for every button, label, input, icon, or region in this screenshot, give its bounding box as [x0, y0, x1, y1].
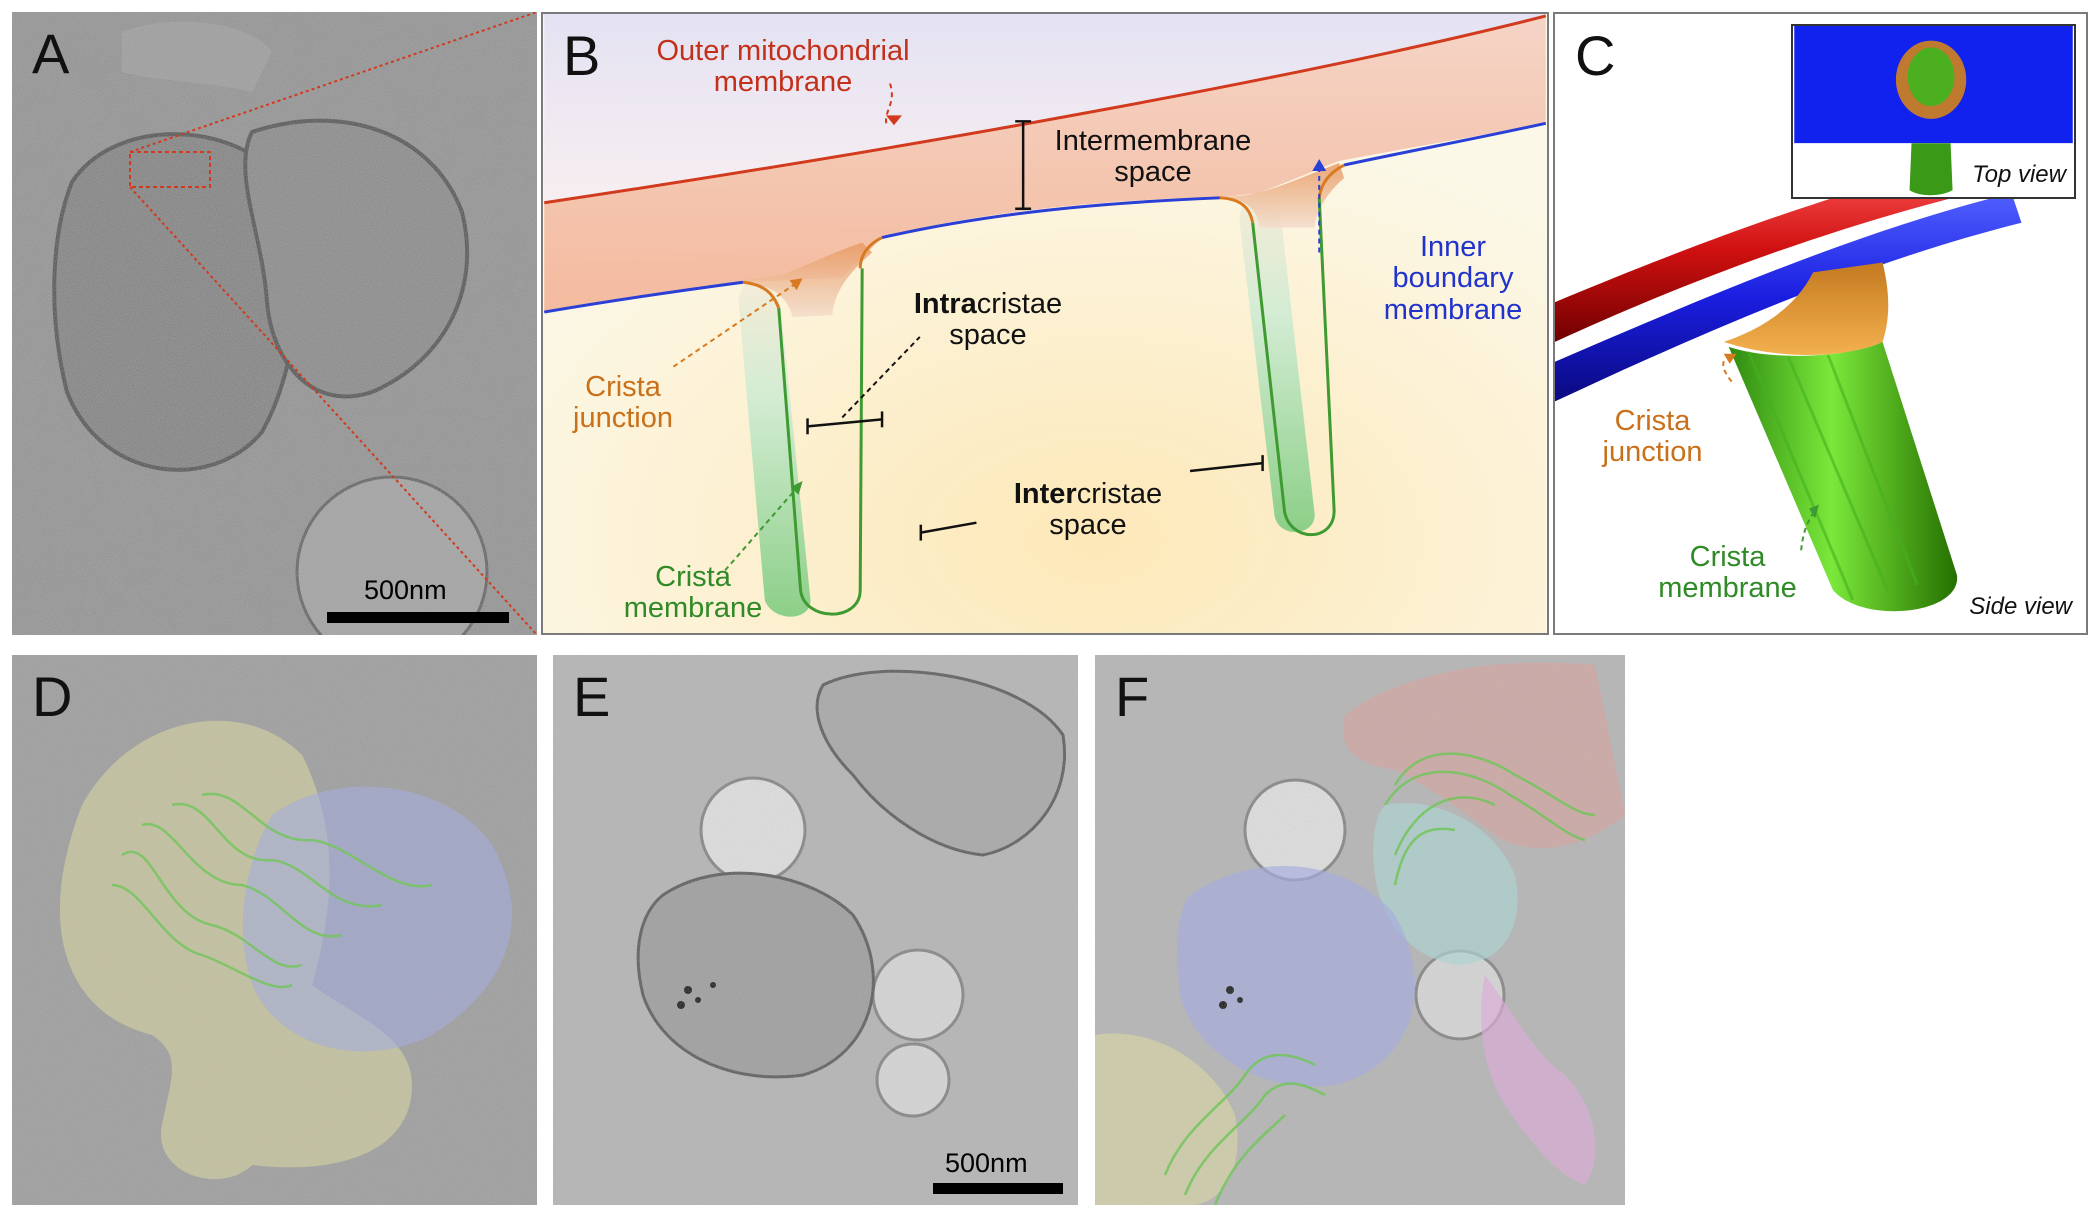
crista-membrane-label: Crista membrane [1655, 542, 1800, 605]
intermembrane-label: Intermembrane space [1038, 126, 1268, 189]
panel-a: A 500nm [12, 12, 537, 635]
panel-letter: D [32, 669, 72, 725]
panel-e: E 500nm [553, 655, 1078, 1205]
panel-b: B Outer mitochondrial membrane Intermemb… [541, 12, 1549, 635]
scale-label: 500nm [364, 575, 447, 606]
crista-junction-label: Crista junction [1580, 406, 1725, 469]
em-micrograph-a [12, 12, 537, 635]
panel-letter: E [573, 669, 610, 725]
scale-label: 500nm [945, 1148, 1028, 1179]
em-micrograph-e [553, 655, 1078, 1205]
crista-membrane-label: Crista membrane [603, 562, 783, 625]
panel-c: Top view C Crista junction Crista membra… [1553, 12, 2088, 635]
intercristae-prefix: Inter [1014, 478, 1077, 510]
scale-bar [933, 1183, 1063, 1194]
panel-letter: C [1575, 28, 1615, 84]
side-view-label: Side view [1969, 593, 2072, 621]
panel-letter: F [1115, 669, 1149, 725]
top-view-inset: Top view [1791, 24, 2076, 199]
outer-membrane-label: Outer mitochondrial membrane [633, 36, 933, 99]
panel-letter: A [32, 26, 69, 82]
panel-f: F [1095, 655, 1625, 1205]
panel-letter: B [563, 28, 600, 84]
scale-bar [327, 612, 509, 623]
segmented-micrograph-f [1095, 655, 1625, 1205]
panel-d: D [12, 655, 537, 1205]
segmented-micrograph-d [12, 655, 537, 1205]
intracristae-prefix: Intra [914, 288, 977, 320]
crista-junction-label: Crista junction [563, 372, 683, 435]
intercristae-label: Intercristae space [998, 479, 1178, 542]
inner-boundary-label: Inner boundary membrane [1363, 232, 1543, 326]
intracristae-label: Intracristae space [898, 289, 1078, 352]
top-view-label: Top view [1972, 161, 2066, 189]
